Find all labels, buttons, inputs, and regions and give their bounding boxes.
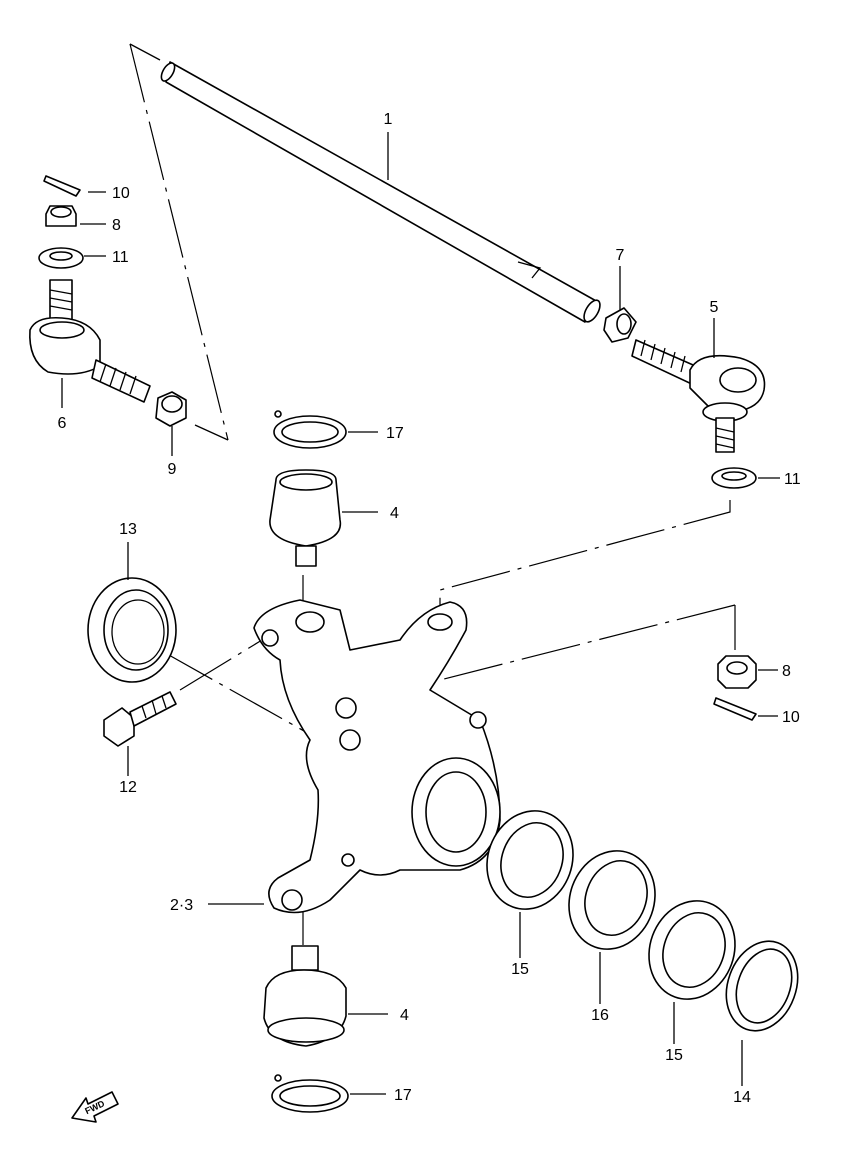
callout-13: 13 (119, 521, 137, 538)
lock-nut-part (603, 307, 637, 343)
snap-ring-upper-part (273, 410, 347, 449)
tie-rod-part (160, 61, 601, 323)
seal-b-part (648, 900, 736, 1000)
seal-a-part (486, 810, 574, 910)
bolt-part (103, 691, 177, 747)
callout-2-3: 2·3 (170, 897, 193, 914)
callout-8-right: 8 (782, 663, 791, 680)
callout-7: 7 (616, 247, 625, 264)
lock-nut-left-part (155, 391, 187, 427)
flange-nut-right-part (717, 655, 757, 689)
tie-rod-end-left-part (29, 279, 151, 403)
fwd-arrow-icon: FWD (71, 1091, 119, 1123)
callout-5: 5 (710, 299, 719, 316)
callout-6: 6 (58, 415, 67, 432)
callout-labels: 1 2·3 4 4 5 6 7 8 8 9 10 10 11 11 12 13 … (58, 111, 801, 1106)
callout-8-left: 8 (112, 217, 121, 234)
callout-11-right: 11 (784, 471, 801, 488)
callout-9: 9 (168, 461, 177, 478)
ball-joint-lower-part (263, 945, 347, 1047)
callout-17-lower: 17 (394, 1087, 412, 1104)
callout-15-b: 15 (665, 1047, 683, 1064)
callout-4-upper: 4 (390, 505, 399, 522)
callout-17-upper: 17 (386, 425, 404, 442)
callout-11-left: 11 (112, 249, 129, 266)
callout-15-a: 15 (511, 961, 529, 978)
bearing-part (568, 850, 656, 950)
tie-rod-end-right-part (631, 339, 766, 453)
cotter-pin-left-part (43, 175, 81, 197)
cotter-pin-right-part (713, 697, 757, 721)
snap-ring-lower-part (271, 1074, 349, 1113)
steering-knuckle-part (253, 599, 501, 914)
callout-leaders (61, 132, 780, 1095)
callout-16: 16 (591, 1007, 609, 1024)
callout-1: 1 (384, 111, 393, 128)
castle-nut-left-part (45, 205, 77, 227)
oil-seal-part (87, 577, 177, 683)
ball-joint-upper-part (269, 469, 342, 567)
callout-4-lower: 4 (400, 1007, 409, 1024)
dust-seal-part (725, 940, 799, 1032)
washer-right-part (711, 467, 757, 489)
callout-12: 12 (119, 779, 137, 796)
reference-lines (129, 43, 736, 945)
callout-10-right: 10 (782, 709, 800, 726)
callout-10-left: 10 (112, 185, 130, 202)
callout-14: 14 (733, 1089, 751, 1106)
washer-left-part (38, 247, 84, 269)
